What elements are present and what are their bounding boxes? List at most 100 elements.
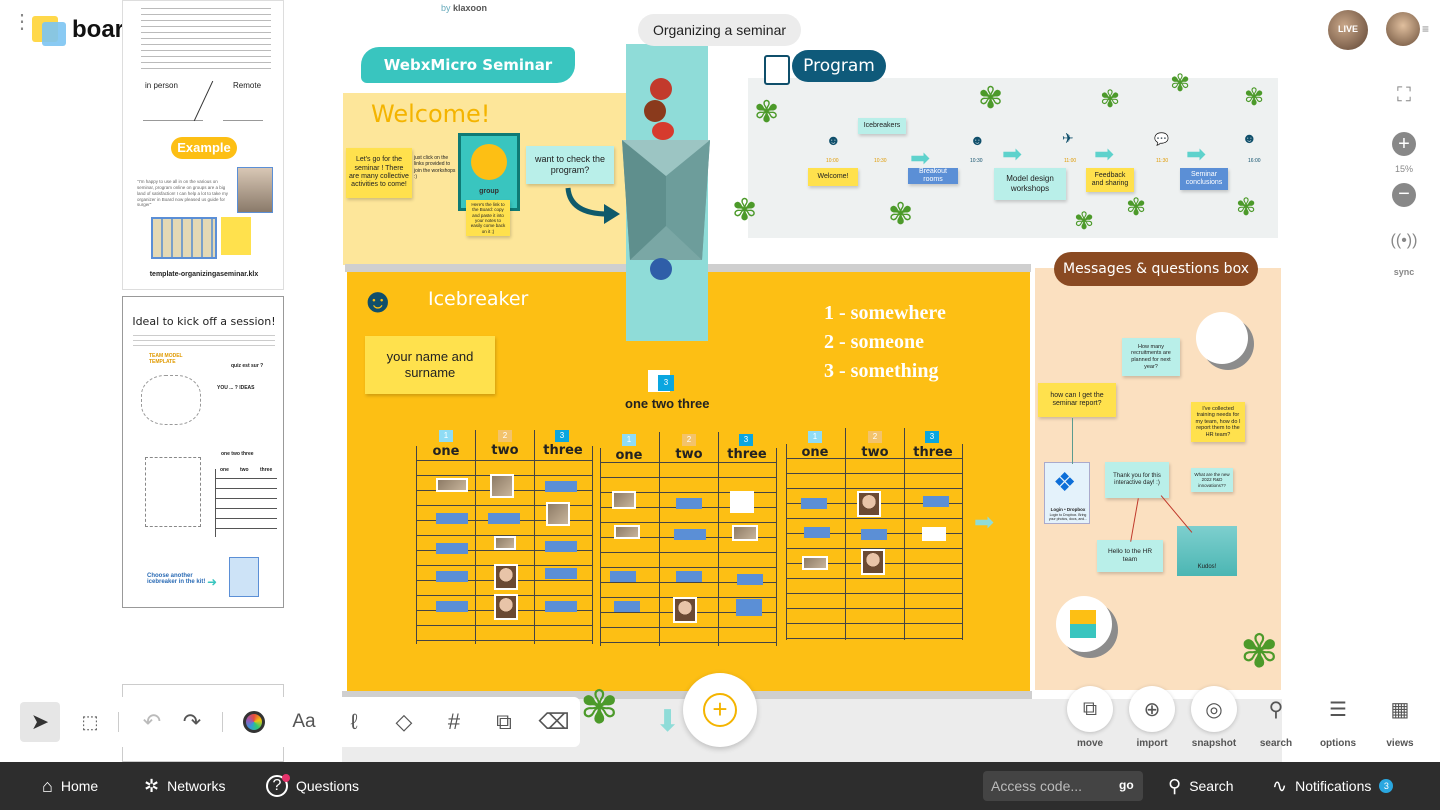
program-item-welcome[interactable]: Welcome! (808, 168, 858, 186)
welcome-note[interactable]: Let's go for the seminar ! There are man… (346, 148, 412, 198)
blue-note[interactable] (804, 527, 830, 538)
area-select-tool-icon[interactable]: ⬚ (81, 711, 99, 732)
eraser-icon[interactable]: ⌫ (538, 709, 570, 734)
blue-note[interactable] (436, 513, 468, 524)
drag-handle-icon[interactable]: ⋮ (12, 12, 32, 42)
photo-card[interactable] (922, 527, 946, 541)
grid-tool-icon[interactable]: # (447, 709, 461, 734)
blue-note[interactable] (610, 571, 636, 582)
photo-card[interactable] (612, 491, 636, 509)
photo-card[interactable] (614, 525, 640, 539)
template-filename[interactable]: template-organizingaseminar.klx (149, 271, 259, 278)
shape-tool-icon[interactable]: ◇ (395, 709, 413, 734)
go-button[interactable]: go (1119, 778, 1134, 792)
zoom-in-icon[interactable]: + (1392, 132, 1416, 156)
avatar-user[interactable] (1386, 12, 1420, 46)
sidebar-card-icebreaker[interactable]: Ideal to kick off a session! TEAM MODEL … (122, 296, 284, 608)
nav-notifications[interactable]: ∿ Notifications 3 (1272, 763, 1394, 809)
undo-icon[interactable]: ↶ (142, 709, 162, 734)
program-link-note[interactable]: want to check the program? (526, 146, 614, 184)
blue-note[interactable] (861, 529, 887, 540)
color-picker-icon[interactable] (234, 702, 274, 742)
face-photo[interactable] (857, 491, 881, 517)
select-tool-icon[interactable]: ➤ (20, 702, 60, 742)
blue-note[interactable] (436, 601, 468, 612)
program-item-icebreakers[interactable]: Icebreakers (858, 118, 906, 134)
toolbar-separator (222, 712, 223, 732)
program-item-breakout[interactable]: Breakout rooms (908, 168, 958, 184)
blue-note[interactable] (545, 568, 577, 579)
message-note[interactable]: I've collected training needs for my tea… (1191, 402, 1245, 442)
photo-card[interactable] (732, 525, 758, 541)
blue-note[interactable] (737, 574, 763, 585)
chat-bubble-icon (1196, 312, 1248, 364)
program-item-feedback[interactable]: Feedback and sharing (1086, 168, 1134, 192)
photo-card[interactable] (802, 556, 828, 570)
access-code-field[interactable]: go (983, 771, 1143, 801)
icebreaker-grid[interactable] (786, 444, 962, 640)
search-canvas-button[interactable]: ⚲search (1250, 686, 1302, 750)
sidebar-card-template[interactable]: in person Remote Example "I'm happy to u… (122, 0, 284, 290)
photo-card[interactable] (546, 502, 570, 526)
blue-note[interactable] (545, 481, 577, 492)
blue-note[interactable] (736, 599, 762, 616)
message-note[interactable]: How many recruitments are planned for ne… (1122, 338, 1180, 376)
blue-note[interactable] (676, 498, 702, 509)
fullscreen-icon[interactable]: ⛶ (1397, 84, 1411, 106)
message-note[interactable]: Thank you for this interactive day! :) (1105, 462, 1169, 498)
face-photo[interactable] (494, 564, 518, 590)
nav-search[interactable]: ⚲ Search (1168, 763, 1234, 809)
blue-note[interactable] (436, 543, 468, 554)
nav-questions[interactable]: ? Questions (266, 763, 359, 809)
move-button[interactable]: ⧉move (1064, 686, 1116, 749)
views-button[interactable]: ▦ views (1374, 686, 1426, 750)
blue-note[interactable] (488, 513, 520, 524)
avatar-live[interactable]: LIVE (1328, 10, 1368, 50)
blue-note[interactable] (676, 571, 702, 582)
blue-note[interactable] (545, 541, 577, 552)
grid-divider (786, 444, 787, 640)
face-photo[interactable] (673, 597, 697, 623)
blue-note[interactable] (436, 571, 468, 582)
options-button[interactable]: ☰options (1312, 686, 1364, 750)
blue-note[interactable] (801, 498, 827, 509)
face-photo[interactable] (494, 594, 518, 620)
photo-card[interactable] (494, 536, 516, 550)
board-title[interactable]: Organizing a seminar (638, 14, 801, 46)
group-note[interactable]: Here's the link to the Board: copy and p… (466, 200, 510, 236)
message-note[interactable]: Hello to the HR team (1097, 540, 1163, 572)
kudos-card[interactable]: Kudos! (1177, 526, 1237, 576)
add-content-button[interactable]: + (683, 673, 757, 747)
snapshot-button[interactable]: ◎snapshot (1188, 686, 1240, 749)
blue-note[interactable] (614, 601, 640, 612)
sync-icon[interactable]: ((•)) (1390, 232, 1418, 249)
message-note[interactable]: how can I get the seminar report? (1038, 383, 1116, 417)
photo-card[interactable] (490, 474, 514, 498)
redo-icon[interactable]: ↷ (182, 709, 202, 734)
photo-card[interactable] (436, 478, 468, 492)
message-note[interactable]: What are the new 2022 R&D innovations?? (1191, 468, 1233, 492)
blue-note[interactable] (545, 601, 577, 612)
views-label: views (1386, 738, 1414, 749)
program-item-conclusions[interactable]: Seminar conclusions (1180, 168, 1228, 190)
zoom-out-icon[interactable]: − (1392, 183, 1416, 207)
choose-another-link[interactable]: Choose another icebreaker in the kit! (147, 573, 206, 585)
blue-note[interactable] (674, 529, 706, 540)
access-code-input[interactable] (983, 771, 1107, 801)
dropbox-card[interactable]: ❖ Login • Dropbox Login to Dropbox. Brin… (1044, 462, 1090, 524)
nav-networks[interactable]: ✲ Networks (144, 763, 225, 809)
pen-tool-icon[interactable]: ℓ (350, 709, 358, 734)
arrow-icon: ➜ (207, 575, 218, 589)
connector-tool-icon[interactable]: ⧉ (496, 709, 512, 734)
kudos-label: Kudos! (1197, 564, 1217, 570)
nav-home[interactable]: ⌂ Home (42, 763, 98, 809)
panel-toggle-icon[interactable]: ≡ (1422, 22, 1430, 36)
photo-card[interactable] (730, 491, 754, 513)
import-button[interactable]: ⊕import (1126, 686, 1178, 749)
views-icon: ▦ (1390, 698, 1410, 721)
text-tool-icon[interactable]: Aa (292, 711, 316, 732)
program-item-workshops[interactable]: Model design workshops (994, 168, 1066, 200)
name-note[interactable]: your name and surname (365, 336, 495, 394)
blue-note[interactable] (923, 496, 949, 507)
face-photo[interactable] (861, 549, 885, 575)
